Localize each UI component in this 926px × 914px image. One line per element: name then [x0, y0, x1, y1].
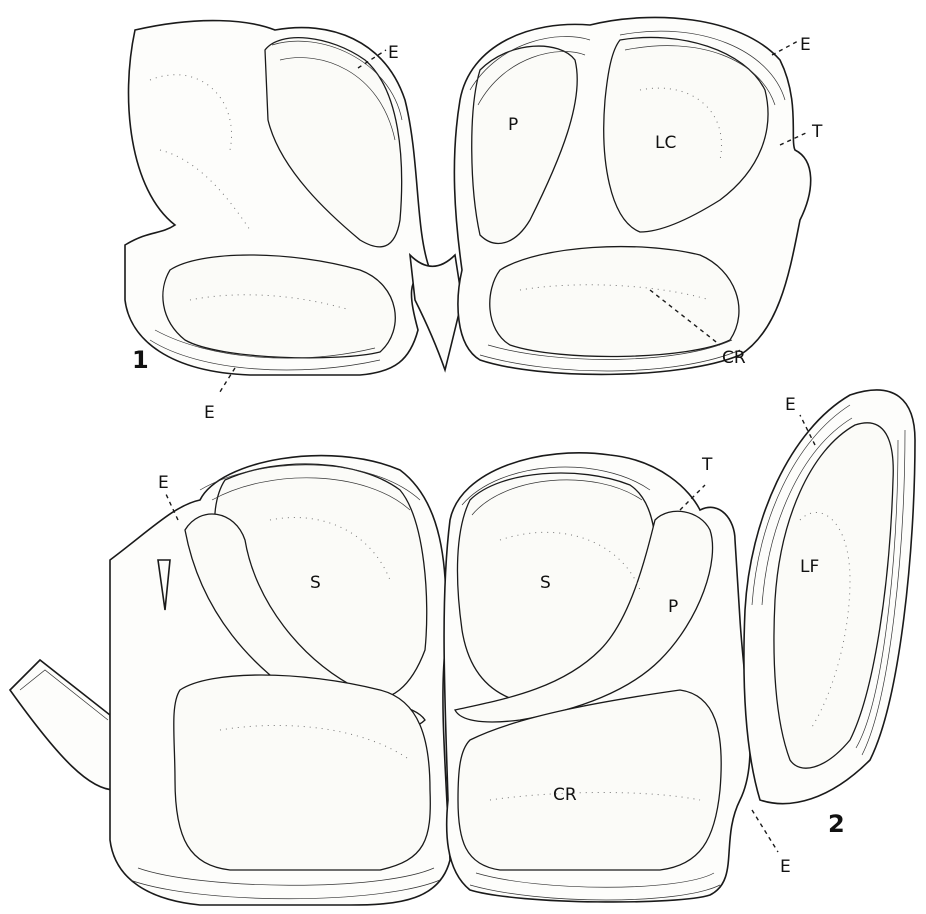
fig1-label-lc: LC	[655, 133, 676, 153]
fig1-label-cr: CR	[722, 348, 746, 368]
fig1-label-p: P	[508, 115, 518, 135]
figure-2	[10, 390, 915, 905]
fig1-left-lower-cavity	[163, 255, 395, 358]
fig2-label-t: T	[701, 455, 713, 475]
fig2-label-lf: LF	[800, 557, 819, 577]
fig2-label-s-right: S	[540, 573, 551, 593]
fig1-label-e-right: E	[800, 35, 811, 55]
fig2-number: 2	[828, 810, 845, 838]
fig2-label-s-left: S	[310, 573, 321, 593]
fig1-number: 1	[132, 346, 149, 374]
fig1-label-e-top: E	[388, 43, 399, 63]
figure-1	[125, 17, 811, 375]
fig2-label-e-left: E	[158, 473, 169, 493]
fig1-right-cr-cavity	[490, 247, 739, 357]
fig1-label-e-bottom: E	[204, 403, 215, 423]
fig2-label-p: P	[668, 597, 678, 617]
fig1-label-t: T	[811, 122, 823, 142]
fig1-central-stalk	[410, 255, 462, 370]
fig2-label-e-top-right: E	[785, 395, 796, 415]
fig2-label-cr: CR	[553, 785, 577, 805]
fig2-label-e-bottom: E	[780, 857, 791, 877]
fig2-left-strand	[10, 660, 115, 790]
fig2-left-cr-cavity	[174, 675, 431, 870]
